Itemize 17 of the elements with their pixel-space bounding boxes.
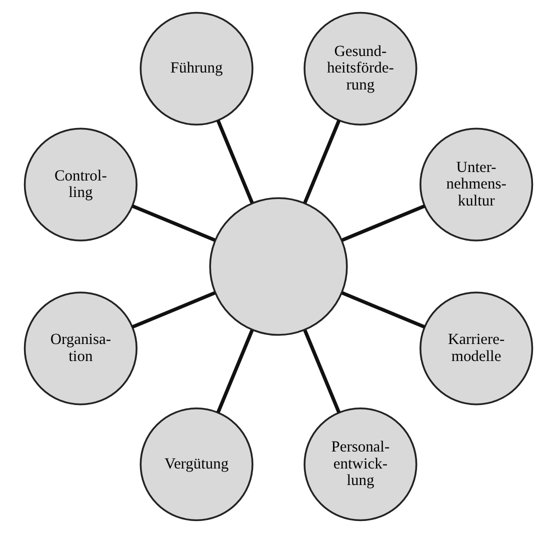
- node-circle: Personal- entwick- lung: [303, 408, 417, 522]
- node-circle: [208, 197, 348, 336]
- connector: [216, 330, 254, 414]
- connector: [341, 204, 425, 242]
- node-circle: Führung: [139, 12, 253, 126]
- node-circle: Organisa- tion: [23, 292, 137, 406]
- connector: [131, 291, 215, 329]
- node-circle: Control- ling: [23, 128, 137, 242]
- node-circle: Vergütung: [139, 408, 253, 522]
- node-circle: Unter- nehmens- kultur: [419, 128, 533, 242]
- node-circle: Karriere- modelle: [419, 292, 533, 406]
- connector: [216, 120, 254, 204]
- connector: [302, 120, 340, 204]
- node-circle: Gesund- heitsförde- rung: [303, 12, 417, 126]
- connector: [341, 291, 425, 329]
- connector: [302, 330, 340, 414]
- connector: [131, 204, 215, 242]
